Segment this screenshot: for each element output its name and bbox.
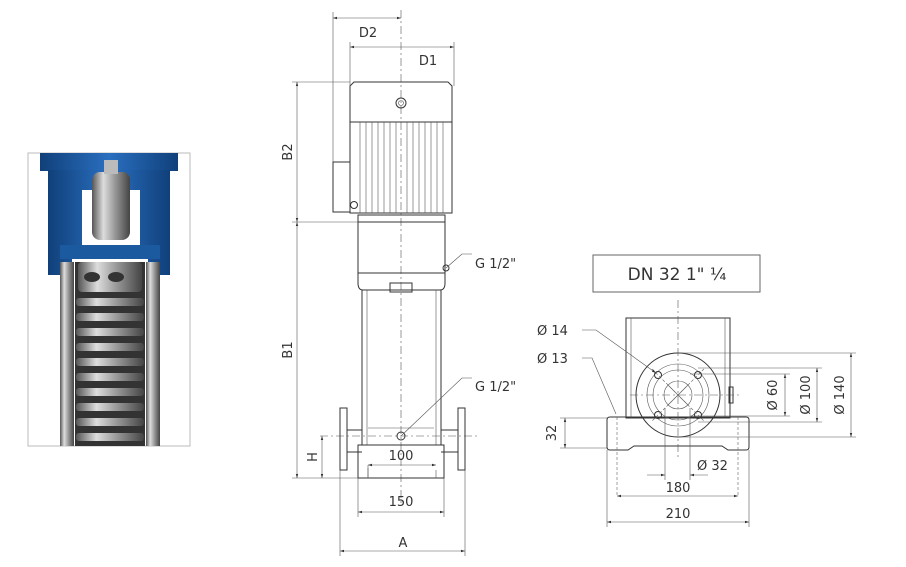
dim-dia60-label: Ø 60 <box>766 380 781 411</box>
dim-100-label: 100 <box>389 449 414 464</box>
dim-d2-label: D2 <box>359 26 377 41</box>
dim-b2-label: B2 <box>281 143 296 160</box>
dim-210-label: 210 <box>666 507 691 522</box>
dim-b1-label: B1 <box>281 341 296 358</box>
dim-h-label: H <box>306 452 321 462</box>
dim-180-label: 180 <box>666 481 691 496</box>
dim-dia100-label: Ø 100 <box>799 375 814 414</box>
hole-13-callout: Ø 13 <box>537 352 568 367</box>
upper-port-callout: G 1/2" <box>475 257 516 272</box>
dim-a-label: A <box>399 536 408 551</box>
front-view <box>292 10 480 556</box>
dim-d1-label: D1 <box>419 54 437 69</box>
flange-title: DN 32 1" ¼ <box>628 265 727 285</box>
hole-14-callout: Ø 14 <box>537 324 568 339</box>
dim-dia140-label: Ø 140 <box>833 375 848 414</box>
lower-port-callout: G 1/2" <box>475 380 516 395</box>
dim-32-height-label: 32 <box>545 425 560 442</box>
dim-150-label: 150 <box>389 495 414 510</box>
side-view <box>560 254 856 527</box>
dim-dia32-label: Ø 32 <box>697 459 728 474</box>
pump-cutaway-photo <box>27 152 191 447</box>
